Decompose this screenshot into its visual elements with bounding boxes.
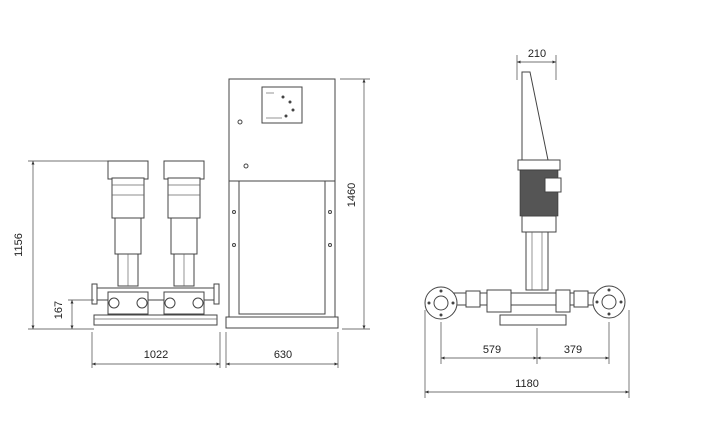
pump-2 [163, 160, 205, 315]
control-cabinet-front-view [225, 78, 339, 329]
dim-label-1460: 1460 [346, 183, 358, 207]
control-panel-display [261, 86, 303, 124]
dim-label-210: 210 [528, 48, 546, 60]
dimension-labels: 1156 167 1022 630 1460 210 579 379 1180 [13, 48, 582, 390]
pump-1 [107, 160, 149, 315]
dim-label-579: 579 [483, 344, 501, 356]
dimension-lines [28, 55, 630, 398]
dim-label-1156: 1156 [13, 233, 25, 257]
dim-label-379: 379 [564, 344, 582, 356]
dim-label-1022: 1022 [144, 349, 168, 361]
dim-label-630: 630 [274, 349, 292, 361]
pump-set-front-view [91, 160, 220, 326]
dim-label-1180: 1180 [515, 378, 539, 390]
side-view [424, 71, 626, 326]
dim-label-167: 167 [53, 301, 65, 319]
